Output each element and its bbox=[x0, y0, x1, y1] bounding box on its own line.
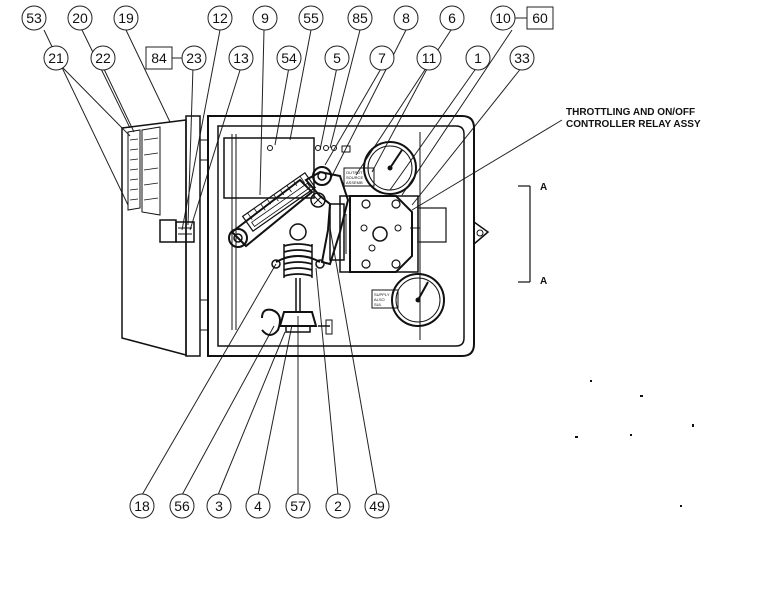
svg-text:10: 10 bbox=[495, 10, 511, 26]
range-spring bbox=[261, 243, 333, 336]
svg-text:6: 6 bbox=[448, 10, 456, 26]
supply-gauge-label-3: SUL bbox=[374, 302, 383, 307]
svg-text:5: 5 bbox=[333, 50, 341, 66]
stray-marks bbox=[575, 380, 694, 507]
callout-54: 54 bbox=[276, 45, 302, 71]
relay-note-line-2: CONTROLLER RELAY ASSY bbox=[566, 119, 701, 130]
section-marker bbox=[518, 185, 531, 283]
svg-text:85: 85 bbox=[352, 10, 368, 26]
callout-11: 11 bbox=[416, 45, 442, 71]
callout-57: 57 bbox=[285, 493, 311, 519]
callout-56: 56 bbox=[169, 493, 195, 519]
callout-10: 10 bbox=[490, 5, 516, 31]
svg-text:84: 84 bbox=[151, 50, 167, 66]
callout-85: 85 bbox=[347, 5, 373, 31]
callout-7: 7 bbox=[369, 45, 395, 71]
callout-60: 60 bbox=[526, 6, 554, 30]
svg-text:55: 55 bbox=[303, 10, 319, 26]
svg-text:1: 1 bbox=[474, 50, 482, 66]
callout-2: 2 bbox=[325, 493, 351, 519]
callout-6: 6 bbox=[439, 5, 465, 31]
callout-22: 22 bbox=[90, 45, 116, 71]
callout-53: 53 bbox=[21, 5, 47, 31]
section-label-bottom: A bbox=[540, 276, 547, 287]
callout-8: 8 bbox=[393, 5, 419, 31]
callout-33: 33 bbox=[509, 45, 535, 71]
svg-text:18: 18 bbox=[134, 498, 150, 514]
svg-text:19: 19 bbox=[118, 10, 134, 26]
relay-assembly bbox=[329, 195, 447, 273]
output-gauge-label-1: OUTPUT bbox=[346, 170, 363, 175]
output-gauge bbox=[343, 141, 417, 195]
callout-5: 5 bbox=[324, 45, 350, 71]
supply-gauge-label-2: ALSO bbox=[374, 297, 385, 302]
callout-21: 21 bbox=[43, 45, 69, 71]
callout-9: 9 bbox=[252, 5, 278, 31]
svg-text:11: 11 bbox=[422, 50, 437, 66]
svg-text:7: 7 bbox=[378, 50, 386, 66]
callout-19: 19 bbox=[113, 5, 139, 31]
section-label-top: A bbox=[540, 182, 547, 193]
leader-lines bbox=[43, 29, 563, 496]
callout-20: 20 bbox=[67, 5, 93, 31]
relay-note-line-1: THROTTLING AND ON/OFF bbox=[566, 107, 695, 118]
svg-text:2: 2 bbox=[334, 498, 342, 514]
callout-49: 49 bbox=[364, 493, 390, 519]
callout-55: 55 bbox=[298, 5, 324, 31]
callout-13: 13 bbox=[228, 45, 254, 71]
callout-12: 12 bbox=[207, 5, 233, 31]
svg-text:33: 33 bbox=[514, 50, 530, 66]
svg-text:21: 21 bbox=[48, 50, 64, 66]
callout-23: 23 bbox=[181, 45, 207, 71]
callout-3: 3 bbox=[206, 493, 232, 519]
svg-text:8: 8 bbox=[402, 10, 410, 26]
callout-4: 4 bbox=[245, 493, 271, 519]
svg-text:49: 49 bbox=[369, 498, 385, 514]
callout-84: 84 bbox=[145, 46, 173, 70]
svg-text:3: 3 bbox=[215, 498, 223, 514]
output-gauge-label-2: SOURCE bbox=[346, 175, 363, 180]
callout-1: 1 bbox=[465, 45, 491, 71]
svg-text:22: 22 bbox=[95, 50, 111, 66]
callout-18: 18 bbox=[129, 493, 155, 519]
output-gauge-label-3: ASSEMB bbox=[346, 180, 363, 185]
svg-text:9: 9 bbox=[261, 10, 269, 26]
controller-case bbox=[121, 115, 490, 357]
supply-gauge-label-1: SUPPLY bbox=[374, 292, 390, 297]
scale-plate bbox=[223, 137, 317, 232]
svg-text:53: 53 bbox=[26, 10, 42, 26]
supply-gauge bbox=[371, 273, 445, 327]
mounting-screws bbox=[315, 145, 351, 153]
svg-text:13: 13 bbox=[233, 50, 249, 66]
svg-text:23: 23 bbox=[186, 50, 202, 66]
svg-text:20: 20 bbox=[72, 10, 88, 26]
svg-text:57: 57 bbox=[290, 498, 306, 514]
flapper-lever bbox=[228, 166, 350, 266]
svg-text:4: 4 bbox=[254, 498, 262, 514]
svg-text:60: 60 bbox=[532, 10, 548, 26]
svg-text:56: 56 bbox=[174, 498, 190, 514]
svg-text:12: 12 bbox=[212, 10, 228, 26]
svg-text:54: 54 bbox=[281, 50, 297, 66]
